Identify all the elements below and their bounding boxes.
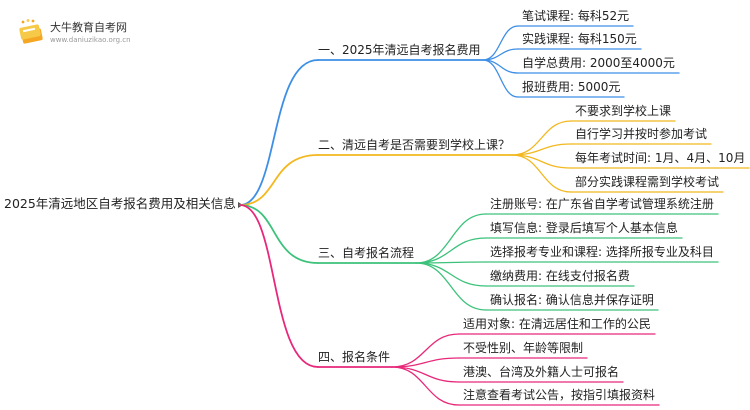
branch-3-item: 填写信息: 登录后填写个人基本信息 [490, 221, 678, 235]
branch-to-leaf-link [511, 154, 572, 193]
branch-to-leaf-link [391, 366, 460, 406]
branch-4-item: 适用对象: 在清远居住和工作的公民 [463, 317, 651, 331]
branch-1-item: 笔试课程: 每科52元 [522, 9, 630, 23]
site-logo: 大牛教育自考网 www.daniuzikao.org.cn [16, 16, 176, 50]
branch-to-leaf-link [391, 366, 460, 383]
root-to-branch-link [239, 204, 319, 368]
branch-2-item: 部分实践课程需到学校考试 [575, 175, 720, 189]
root-node: 2025年清远地区自考报名费用及相关信息 [4, 196, 236, 211]
branch-to-leaf-link [482, 59, 519, 98]
branch-to-leaf-link [482, 25, 519, 61]
branch-3-item: 选择报考专业和课程: 选择所报专业及科目 [490, 245, 714, 259]
branch-3-item: 缴纳费用: 在线支付报名费 [490, 269, 630, 283]
logo-url: www.daniuzikao.org.cn [50, 36, 131, 44]
branch-3-item: 注册账号: 在广东省自学考试管理系统注册 [490, 197, 714, 211]
branch-4-eligibility: 四、报名条件 [318, 350, 391, 364]
branch-1-fees: 一、2025年清远自考报名费用 [318, 43, 481, 57]
logo-title: 大牛教育自考网 [50, 21, 127, 34]
branch-1-item: 实践课程: 每科150元 [522, 32, 637, 46]
branch-4-item: 港澳、台湾及外籍人士可报名 [463, 365, 620, 379]
root-to-branch-link [239, 154, 319, 206]
branch-2-item: 自行学习并按时参加考试 [575, 127, 708, 141]
branch-to-leaf-link [415, 213, 487, 264]
branch-1-item: 报班费用: 5000元 [522, 80, 621, 94]
root-to-branch-link [239, 204, 319, 264]
branch-3-item: 确认报名: 确认信息并保存证明 [490, 293, 654, 307]
branch-to-leaf-link [415, 237, 487, 264]
root-to-branch-link [239, 59, 319, 206]
branch-to-leaf-link [415, 262, 487, 287]
branch-to-leaf-link [415, 262, 487, 311]
branch-3-registration-process: 三、自考报名流程 [318, 246, 415, 260]
branch-4-item: 注意查看考试公告，按指引填报资料 [463, 388, 656, 402]
branch-1-item: 自学总费用: 2000至4000元 [522, 56, 675, 70]
branch-4-item: 不受性别、年龄等限制 [463, 341, 584, 355]
branch-2-item: 不要求到学校上课 [575, 104, 672, 118]
branch-2-school-attendance: 二、清远自考是否需要到学校上课？ [318, 138, 511, 152]
book-stack-icon [19, 19, 43, 44]
branch-2-item: 每年考试时间: 1月、4月、10月 [575, 151, 746, 165]
